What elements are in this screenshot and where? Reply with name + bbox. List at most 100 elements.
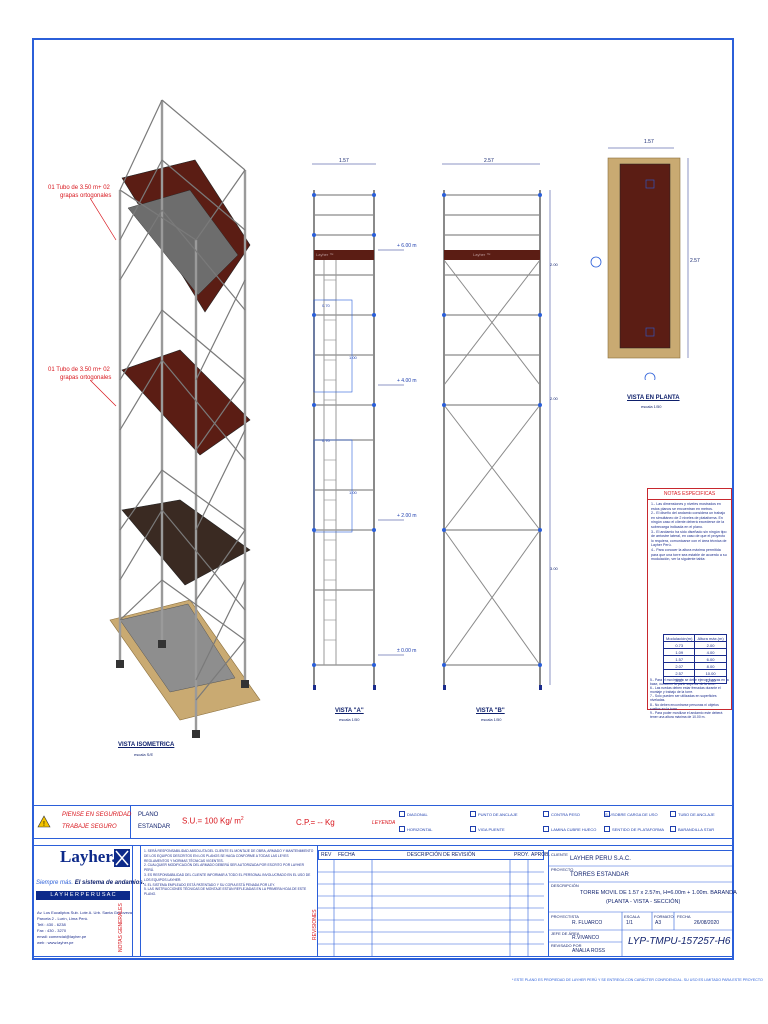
- table-cell: 3.07: [662, 676, 696, 684]
- svg-text:!: !: [43, 821, 45, 828]
- specific-notes-after: 5.- Para el movimiento se debe ejercer f…: [650, 678, 730, 719]
- legend-bridge-beam: VIGA PUENTE: [470, 826, 505, 832]
- safety-line-2: TRABAJE SEGURO: [62, 824, 117, 830]
- level-2: + 2.00 m: [397, 513, 417, 519]
- su-text: S.U.= 100 Kg/ m: [182, 816, 241, 826]
- view-a-width: 1.57: [339, 158, 349, 164]
- legend-star-rail: BARANDILLA STAR: [670, 826, 714, 832]
- description-line-2: (PLANTA - VISTA - SECCIÓN): [606, 899, 681, 905]
- specific-notes-title: NOTAS ESPECIFICAS: [648, 489, 731, 500]
- layher-logo-mark: [114, 849, 130, 867]
- plan-type-value: ESTANDAR: [138, 824, 171, 830]
- table-cell: 10.00: [694, 669, 727, 677]
- su-value: S.U.= 100 Kg/ m2: [182, 816, 244, 826]
- company-address: Av. Los Eucaliptos Sub. Lote A. Urb. San…: [37, 910, 132, 946]
- table-cell: 2.57: [662, 669, 696, 677]
- inner-dim-3: 0.70: [322, 438, 330, 443]
- description-label: DESCRIPCIÓN: [551, 883, 579, 888]
- note-5: 5.- Para el movimiento se debe ejercer f…: [650, 678, 729, 687]
- table-header: Modulación(m): [662, 634, 696, 642]
- plan-view-scale: escala 1/50: [641, 404, 662, 409]
- legend-text: HORIZONTAL: [407, 826, 433, 832]
- format-label: FORMATO: [654, 914, 674, 919]
- designer-value: R. FLUARCO: [572, 920, 603, 926]
- plan-top-dim: 1.57: [644, 139, 654, 145]
- address-line: Fax : 430 - 3270: [37, 928, 67, 933]
- legend-anchor-tube: TUBO DE ANCLAJE: [670, 811, 715, 817]
- project-col-header: PROY.: [514, 852, 529, 858]
- view-b-scale: escala 1/50: [481, 717, 502, 722]
- iso-callout-2-line1: 01 Tubo de 3.50 m+ 02: [48, 367, 110, 373]
- approved-col-header: APROB.: [531, 852, 550, 858]
- table-header: Altura máx.(m): [694, 634, 727, 642]
- table-cell: 0.73: [662, 641, 696, 649]
- note-1: 1.- Las dimensiones y niveles mostrados …: [651, 502, 721, 511]
- address-line: web : www.layher.pe: [37, 940, 74, 945]
- table-cell: 2.00: [694, 641, 727, 649]
- view-a-platform-label: Layher ™: [316, 252, 334, 257]
- safety-cell: [33, 805, 131, 839]
- view-a-title: VISTA "A": [335, 708, 364, 714]
- iso-callout-2-line2: grapas ortogonales: [60, 375, 112, 381]
- scale-label: ESCALA: [624, 914, 640, 919]
- slogan-part-1: Siempre más.: [36, 880, 74, 886]
- general-note: 2. CUALQUIER MODIFICACIÓN DEL ARMADO DEB…: [144, 863, 304, 873]
- horizontal-icon: [399, 826, 405, 832]
- cp-value: C.P.= -- Kg: [296, 818, 335, 827]
- bridge-beam-icon: [470, 826, 476, 832]
- iso-view-title: VISTA ISOMETRICA: [118, 742, 175, 748]
- view-b-title: VISTA "B": [476, 708, 505, 714]
- title-block-grid: [548, 865, 733, 957]
- note-3: 3.- El andamio ha sido diseñado sin ning…: [651, 529, 727, 548]
- table-cell: 4.00: [694, 648, 727, 656]
- address-line: email: comercial@layher.pe: [37, 934, 87, 939]
- iso-callout-1-line2: grapas ortogonales: [60, 193, 112, 199]
- table-cell: 12.00: [694, 676, 727, 684]
- legend-gap-cover: LAMINA CUBRE HUECO: [543, 826, 596, 832]
- reviewed-by-value: ANALIA ROSS: [572, 948, 606, 954]
- table-cell: 8.00: [694, 662, 727, 670]
- legend-text: CONTRA PESO: [551, 811, 580, 817]
- counterweight-icon: [543, 811, 549, 817]
- view-b-platform-label: Layher ™: [473, 252, 491, 257]
- revision-grid: [318, 860, 544, 957]
- level-6: + 6.00 m: [397, 243, 417, 249]
- note-9: 9.- Para poder movilizar el andamio este…: [650, 710, 723, 719]
- view-b-height-3: 3.00: [550, 566, 558, 571]
- date-col-header: FECHA: [338, 852, 355, 858]
- general-note: 3. ES RESPONSABILIDAD DEL CLIENTE INFORM…: [144, 872, 311, 882]
- date-value: 26/08/2020: [694, 920, 720, 926]
- area-head-label: JEFE DE ÁREA: [551, 931, 580, 936]
- company-cell: [33, 845, 133, 957]
- legend-text: SOBRE CARGA DE USO: [612, 811, 658, 817]
- legend-text: BARANDILLA STAR: [678, 826, 715, 832]
- layher-logo: Layher.: [60, 847, 116, 866]
- footer-note: * ESTE PLANO ES PROPIEDAD DE LAYHER PERÚ…: [512, 978, 763, 982]
- table-cell: 1.57: [662, 655, 696, 663]
- view-b-height-2: 2.00: [550, 396, 558, 401]
- legend-horizontal: HORIZONTAL: [399, 826, 432, 832]
- client-label: CLIENTE: [551, 852, 568, 857]
- plan-type-label: PLANO: [138, 812, 159, 818]
- table-cell: 2.07: [662, 662, 696, 670]
- iso-callout-1-leader: [90, 198, 117, 241]
- specific-notes-body: 1.- Las dimensiones y niveles mostrados …: [648, 500, 731, 564]
- view-a-drawing: [312, 163, 404, 690]
- drawing-sheet: [32, 38, 734, 960]
- plan-view-title: VISTA EN PLANTA: [627, 395, 680, 401]
- legend-text: DIAGONAL: [407, 811, 428, 817]
- table-cell: 6.00: [694, 655, 727, 663]
- inner-dim-2: 1.00: [349, 355, 357, 360]
- project-label: PROYECTO: [551, 867, 574, 872]
- general-note: 1. SERÁ RESPONSABILIDAD ABSOLUTA DEL CLI…: [144, 849, 314, 863]
- slogan-part-2: El sistema de andamios.: [74, 880, 145, 886]
- general-notes-text: 1. SERÁ RESPONSABILIDAD ABSOLUTA DEL CLI…: [144, 849, 314, 897]
- legend-text: SENTIDO DE PLATAFORMA: [612, 826, 665, 832]
- level-0: ± 0.00 m: [397, 648, 417, 654]
- isometric-scaffold-drawing: [109, 99, 261, 738]
- inner-dim-1: 0.70: [322, 303, 330, 308]
- note-4: 4.- Para conocer la altura máxima permit…: [651, 547, 727, 562]
- legend-text: PUNTO DE ANCLAJE: [478, 811, 518, 817]
- designer-label: PROYECTISTA: [551, 914, 579, 919]
